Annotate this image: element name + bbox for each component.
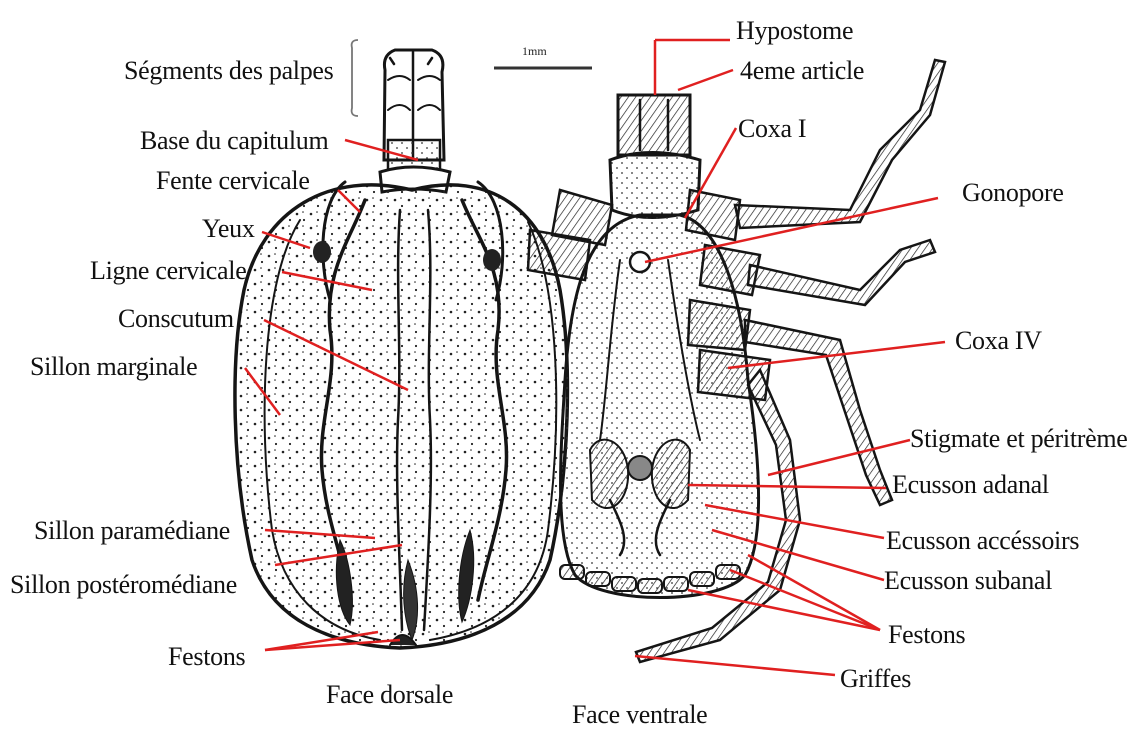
label-conscutum: Conscutum xyxy=(118,306,234,332)
capitulum-ventral xyxy=(610,95,700,218)
label-fente-cervicale: Fente cervicale xyxy=(156,168,310,194)
caption-face-ventrale: Face ventrale xyxy=(572,702,707,728)
label-segments-palpes: Ségments des palpes xyxy=(124,58,334,84)
label-4eme-article: 4eme article xyxy=(740,58,864,84)
capitulum-dorsal xyxy=(380,50,450,192)
label-hypostome: Hypostome xyxy=(736,18,853,44)
label-sillon-posteromediane: Sillon postéromédiane xyxy=(10,572,237,598)
label-yeux: Yeux xyxy=(202,216,255,242)
label-coxa-1: Coxa I xyxy=(738,116,806,142)
label-ecusson-accessoirs: Ecusson accéssoirs xyxy=(886,528,1079,554)
scale-bar-label: 1mm xyxy=(522,44,547,59)
label-gonopore: Gonopore xyxy=(962,180,1064,206)
caption-face-dorsale: Face dorsale xyxy=(326,682,453,708)
label-ecusson-subanal: Ecusson subanal xyxy=(884,568,1052,594)
label-stigmate: Stigmate et péritrème xyxy=(910,426,1128,452)
label-base-capitulum: Base du capitulum xyxy=(140,128,328,154)
label-ligne-cervicale: Ligne cervicale xyxy=(90,258,246,284)
label-festons-dorsal: Festons xyxy=(168,644,245,670)
label-festons-ventral: Festons xyxy=(888,622,965,648)
label-griffes: Griffes xyxy=(840,666,911,692)
label-sillon-paramediane: Sillon paramédiane xyxy=(34,518,230,544)
label-ecusson-adanal: Ecusson adanal xyxy=(892,472,1049,498)
label-coxa-4: Coxa IV xyxy=(955,328,1042,354)
label-sillon-marginale: Sillon marginale xyxy=(30,354,197,380)
